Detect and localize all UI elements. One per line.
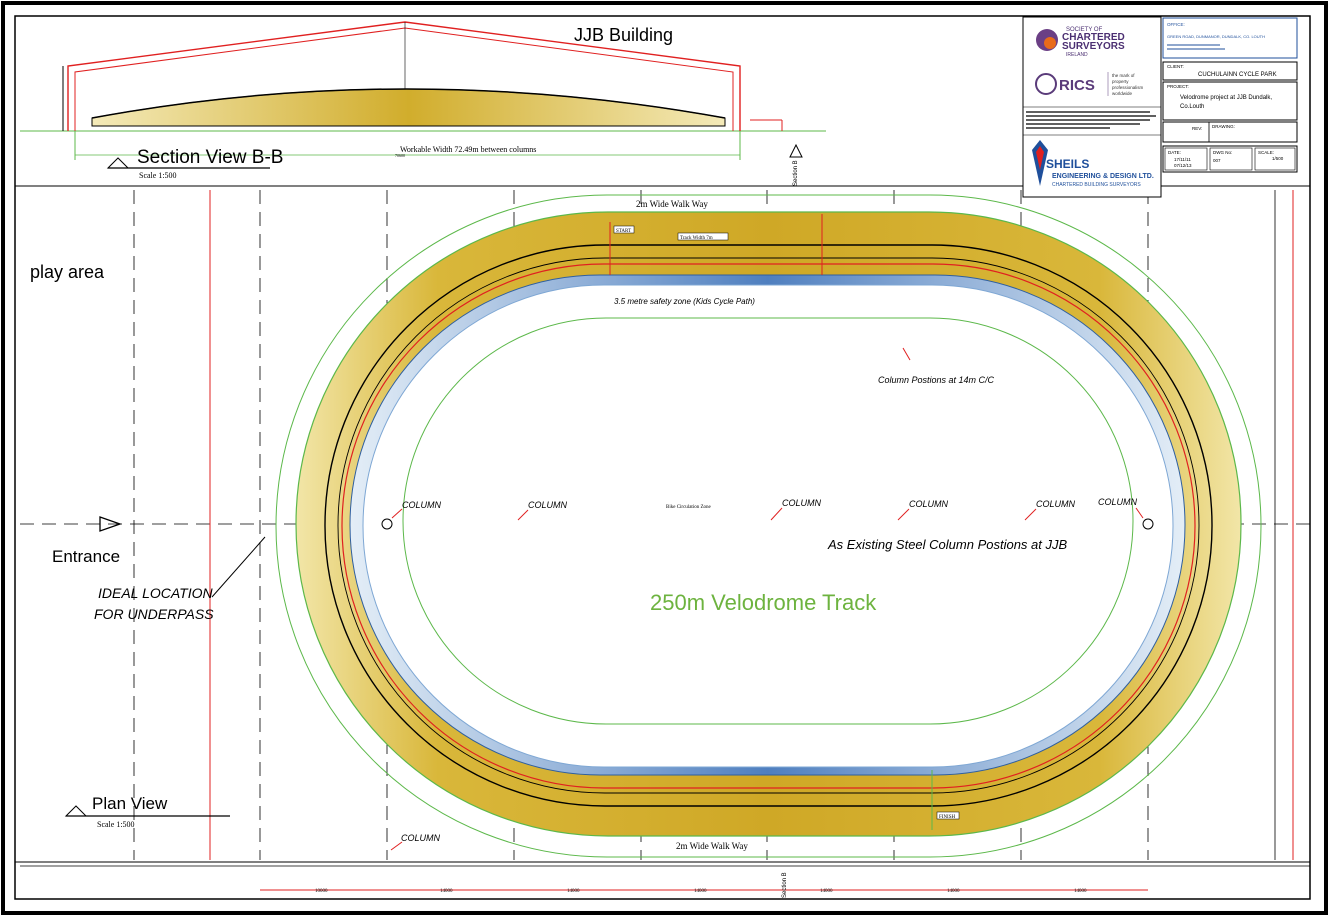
track-title: 250m Velodrome Track <box>650 590 877 615</box>
svg-text:Velodrome project at JJB Dunda: Velodrome project at JJB Dundalk, <box>1180 95 1272 101</box>
svg-text:REV:: REV: <box>1192 126 1202 131</box>
dim-label: 14000 <box>567 889 580 894</box>
entrance-label: Entrance <box>52 547 120 566</box>
column-label: COLUMN <box>909 499 949 509</box>
column-label: COLUMN <box>528 500 568 510</box>
underpass-leader <box>211 536 266 598</box>
play-area-label: play area <box>30 262 105 282</box>
page-title: JJB Building <box>574 25 673 45</box>
svg-text:PROJECT:: PROJECT: <box>1167 84 1189 89</box>
svg-text:SCALE:: SCALE: <box>1258 150 1274 155</box>
walk-way-outer <box>275 194 1262 858</box>
walk-way-top: 2m Wide Walk Way <box>636 199 708 209</box>
svg-text:professionalism: professionalism <box>1112 85 1144 90</box>
column-label: COLUMN <box>782 498 822 508</box>
dim-label: 14000 <box>440 889 453 894</box>
svg-text:CHARTERED BUILDING SURVEYORS: CHARTERED BUILDING SURVEYORS <box>1052 182 1141 188</box>
inner-border <box>14 15 1311 900</box>
infield <box>362 284 1174 768</box>
dim-label: 14000 <box>947 889 960 894</box>
kids-cycle-path <box>402 317 1134 725</box>
svg-text:SHEILS: SHEILS <box>1046 157 1089 171</box>
section-view-scale: Scale 1:500 <box>139 171 177 180</box>
track-line-inner <box>337 257 1200 794</box>
svg-text:SOCIETY OF: SOCIETY OF <box>1066 27 1103 33</box>
section-marker-label: Section B <box>793 160 799 186</box>
start-label: START <box>616 229 631 234</box>
section-marker-top <box>789 143 803 158</box>
svg-text:OFFICE:: OFFICE: <box>1167 22 1185 27</box>
column-marker <box>1142 518 1154 530</box>
steel-columns-label: As Existing Steel Column Postions at JJB <box>827 537 1067 552</box>
column-label: COLUMN <box>402 500 442 510</box>
svg-text:DATE:: DATE: <box>1168 150 1181 155</box>
section-view: Workable Width 72.49m between columns 70… <box>20 21 826 180</box>
section-view-title: Section View B-B <box>137 147 283 168</box>
svg-text:DWG No:: DWG No: <box>1213 150 1232 155</box>
column-label: COLUMN <box>401 833 441 843</box>
dim-label: 14000 <box>820 889 833 894</box>
svg-text:the mark of: the mark of <box>1112 73 1135 78</box>
track-line-outer <box>324 244 1213 807</box>
svg-text:CUCHULAINN CYCLE PARK: CUCHULAINN CYCLE PARK <box>1198 72 1277 78</box>
walk-way-bottom: 2m Wide Walk Way <box>676 841 748 851</box>
svg-text:Co.Louth: Co.Louth <box>1180 104 1204 110</box>
svg-text:IRELAND: IRELAND <box>1066 52 1088 58</box>
plan-view-scale: Scale 1:500 <box>97 820 135 829</box>
dim-label: 10000 <box>315 889 328 894</box>
svg-text:007: 007 <box>1213 158 1221 163</box>
svg-text:RICS: RICS <box>1059 77 1095 94</box>
svg-text:DRAWING:: DRAWING: <box>1212 124 1235 129</box>
underpass-label-2: FOR UNDERPASS <box>94 606 214 622</box>
svg-text:17/11/11: 17/11/11 <box>1174 157 1191 162</box>
svg-text:1/500: 1/500 <box>1272 156 1284 161</box>
track-width-label: Track Width 7m <box>680 236 713 241</box>
column-positions-label: Column Postions at 14m C/C <box>878 375 995 385</box>
bike-zone-label: Bike Circulation Zone <box>666 505 711 510</box>
title-block: SOCIETY OF CHARTERED SURVEYORS IRELAND R… <box>1022 16 1298 198</box>
dim-label: 14000 <box>694 889 707 894</box>
column-label: COLUMN <box>1036 499 1076 509</box>
plan-view-title: Plan View <box>92 794 168 813</box>
svg-text:07/12/13: 07/12/13 <box>1174 163 1192 168</box>
column-marker <box>381 518 393 530</box>
entrance-arrow-icon <box>99 516 122 532</box>
track-line-red <box>341 263 1196 789</box>
column-label: COLUMN <box>1098 497 1138 507</box>
svg-text:ENGINEERING & DESIGN LTD.: ENGINEERING & DESIGN LTD. <box>1052 173 1154 180</box>
svg-text:worldwide: worldwide <box>1112 91 1133 96</box>
svg-text:CHARTERED: CHARTERED <box>1062 32 1125 43</box>
svg-text:CLIENT:: CLIENT: <box>1167 64 1184 69</box>
svg-text:GREEN ROAD, DUNMANOR, DUNDALK,: GREEN ROAD, DUNMANOR, DUNDALK, CO. LOUTH <box>1167 34 1265 39</box>
section-marker-bottom: Section B <box>782 872 788 898</box>
safety-zone-label: 3.5 metre safety zone (Kids Cycle Path) <box>614 297 755 306</box>
finish-label: FINISH <box>939 815 956 820</box>
dim-label: 14000 <box>1074 889 1087 894</box>
svg-text:property: property <box>1112 79 1129 84</box>
svg-text:SURVEYORS: SURVEYORS <box>1062 41 1125 52</box>
plan-view-marker-icon <box>64 805 88 817</box>
section-dim: 70600 <box>395 153 405 158</box>
workable-width: Workable Width 72.49m between columns <box>400 145 536 154</box>
underpass-label-1: IDEAL LOCATION <box>98 585 214 601</box>
rics-logo-icon <box>1035 73 1057 95</box>
